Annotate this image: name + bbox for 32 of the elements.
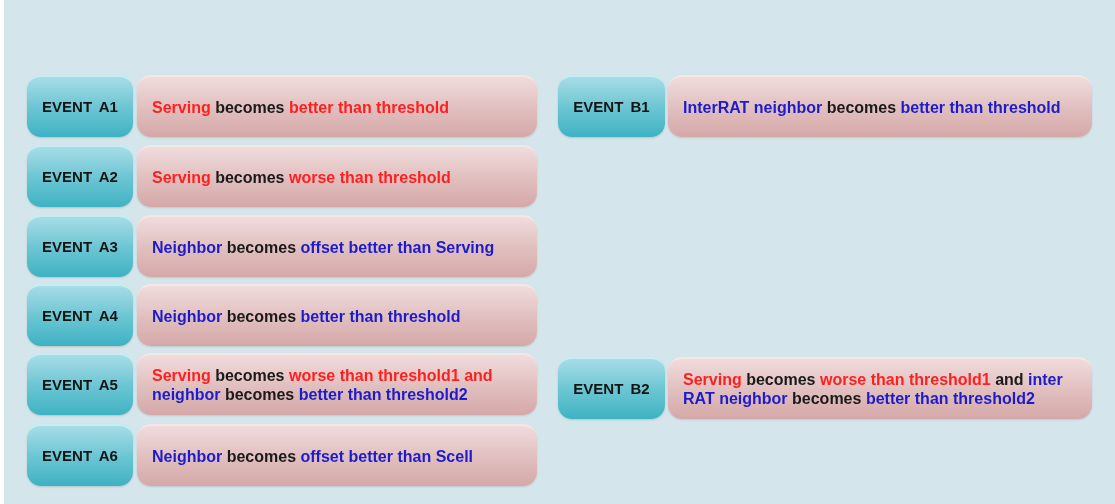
description-box	[137, 424, 537, 486]
event-name: EVENT A1	[42, 97, 118, 117]
event-box	[27, 284, 133, 346]
description-box	[137, 353, 537, 415]
event-box	[558, 75, 665, 137]
event-name: EVENT A2	[42, 167, 118, 187]
event-name: EVENT B2	[573, 379, 650, 399]
event-description: Serving becomes worse than threshold1 and inter RAT neighbor becomes better than threshold2	[683, 370, 1064, 408]
event-description: Serving becomes worse than threshold1 and neighbor becomes better than threshold2	[152, 366, 494, 404]
event-box	[558, 357, 665, 419]
event-name: EVENT A3	[42, 237, 118, 257]
event-description: Neighbor becomes offset better than Scell	[152, 446, 474, 466]
event-name: EVENT A4	[42, 306, 118, 326]
description-box	[668, 357, 1092, 419]
event-description: Serving becomes worse than threshold	[152, 167, 452, 187]
description-box	[137, 75, 537, 137]
event-box	[27, 145, 133, 207]
event-description: Serving becomes better than threshold	[152, 97, 450, 117]
event-name: EVENT A6	[42, 446, 118, 466]
event-box	[27, 424, 133, 486]
event-description: Neighbor becomes better than threshold	[152, 306, 462, 326]
event-box	[27, 75, 133, 137]
event-box	[27, 215, 133, 277]
description-box	[137, 284, 537, 346]
description-box	[668, 75, 1092, 137]
description-box	[137, 215, 537, 277]
event-name: EVENT B1	[573, 97, 650, 117]
event-name: EVENT A5	[42, 375, 118, 395]
event-description: InterRAT neighbor becomes better than threshold	[683, 97, 1062, 117]
event-box	[27, 353, 133, 415]
description-box	[137, 145, 537, 207]
event-description: Neighbor becomes offset better than Serving	[152, 237, 496, 257]
